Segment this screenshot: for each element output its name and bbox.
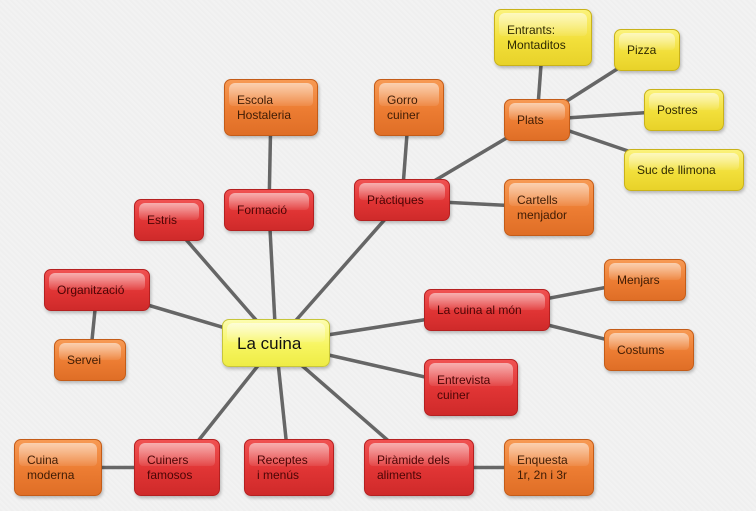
node-la-cuina[interactable]: La cuina [222,319,330,367]
node-piramide-dels-aliments[interactable]: Piràmide dels aliments [364,439,474,496]
node-receptes-i-menus[interactable]: Receptes i menús [244,439,334,496]
node-postres[interactable]: Postres [644,89,724,131]
node-entrants-montaditos[interactable]: Entrants: Montaditos [494,9,592,66]
node-plats[interactable]: Plats [504,99,570,141]
node-servei[interactable]: Servei [54,339,126,381]
node-organitzacio[interactable]: Organització [44,269,150,311]
node-la-cuina-al-mon[interactable]: La cuina al món [424,289,550,331]
node-formacio[interactable]: Formació [224,189,314,231]
node-cartells-menjador[interactable]: Cartells menjador [504,179,594,236]
node-entrevista-cuiner[interactable]: Entrevista cuiner [424,359,518,416]
node-escola-hostaleria[interactable]: Escola Hostaleria [224,79,318,136]
node-menjars[interactable]: Menjars [604,259,686,301]
node-cuina-moderna[interactable]: Cuina moderna [14,439,102,496]
node-costums[interactable]: Costums [604,329,694,371]
node-pizza[interactable]: Pizza [614,29,680,71]
node-gorro-cuiner[interactable]: Gorro cuiner [374,79,444,136]
node-suc-de-llimona[interactable]: Suc de llimona [624,149,744,191]
node-estris[interactable]: Estris [134,199,204,241]
node-enquesta[interactable]: Enquesta 1r, 2n i 3r [504,439,594,496]
node-practiques[interactable]: Pràctiques [354,179,450,221]
node-cuiners-famosos[interactable]: Cuiners famosos [134,439,220,496]
